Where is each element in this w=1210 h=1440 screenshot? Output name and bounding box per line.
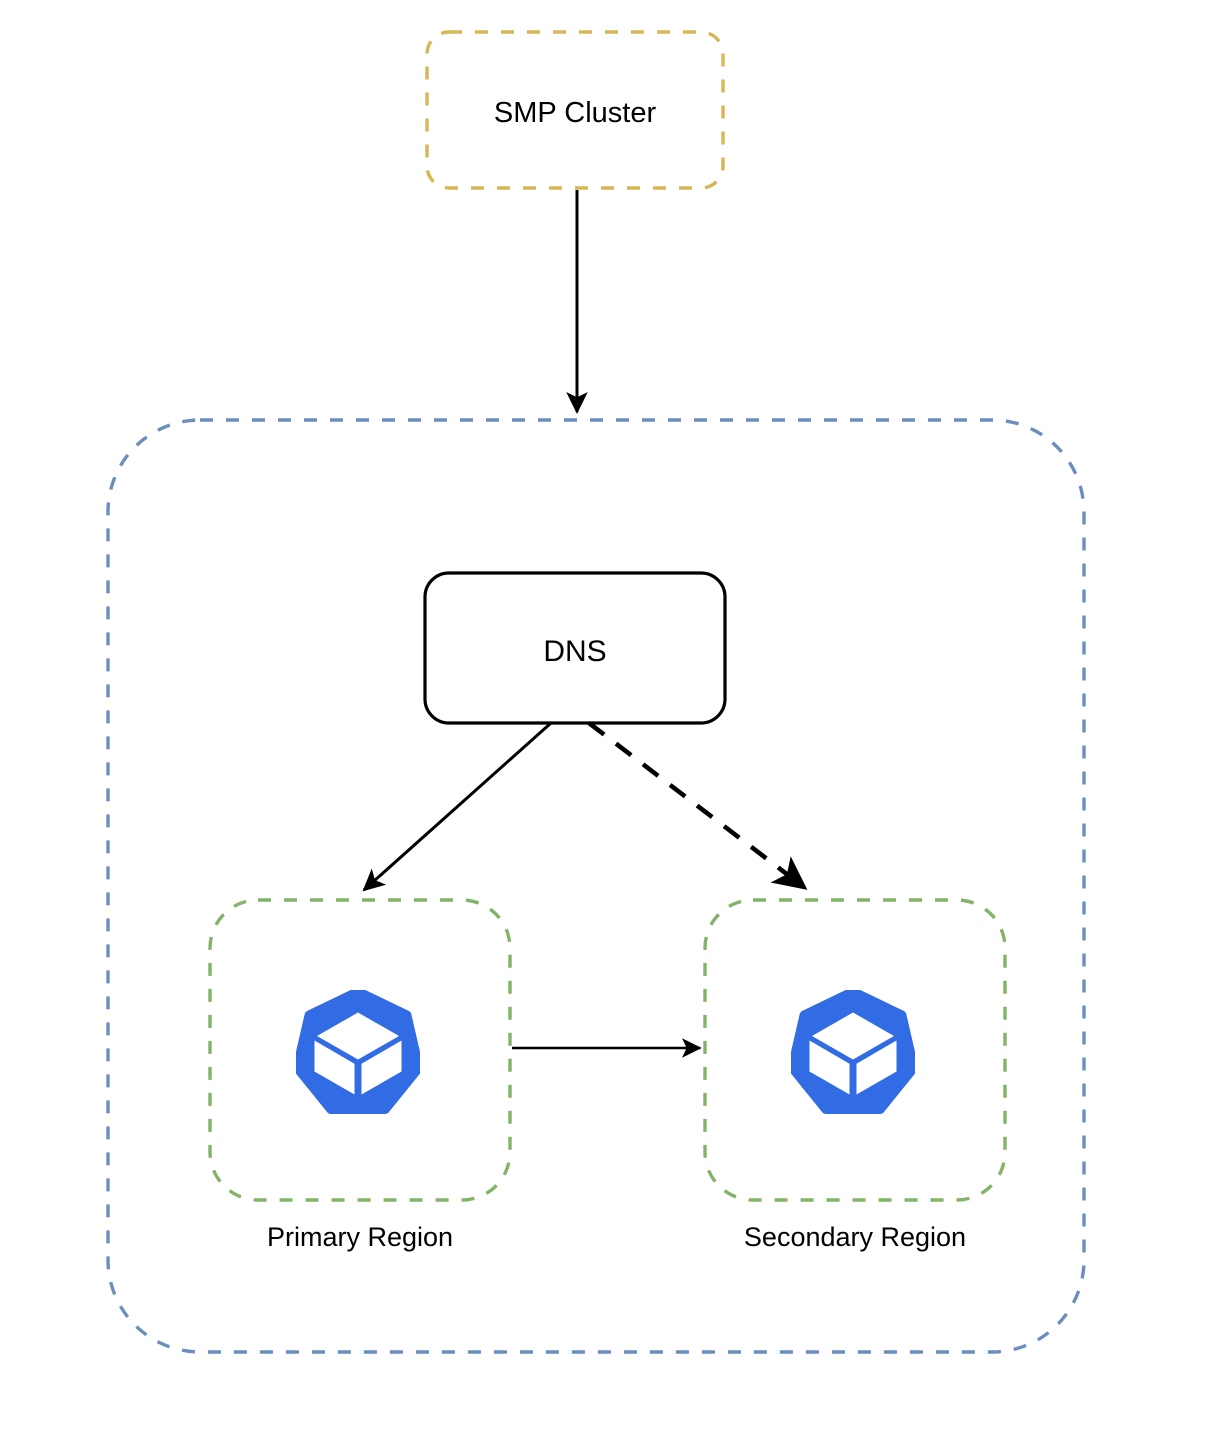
- kubernetes-icon: [791, 990, 915, 1114]
- edge-dns-to-secondary: [587, 721, 808, 890]
- smp-cluster-box[interactable]: [425, 30, 725, 190]
- kubernetes-icon: [296, 990, 420, 1114]
- edge-dns-to-primary: [362, 721, 552, 892]
- dns-box[interactable]: [423, 571, 727, 725]
- platform-container-box: [106, 418, 1086, 1354]
